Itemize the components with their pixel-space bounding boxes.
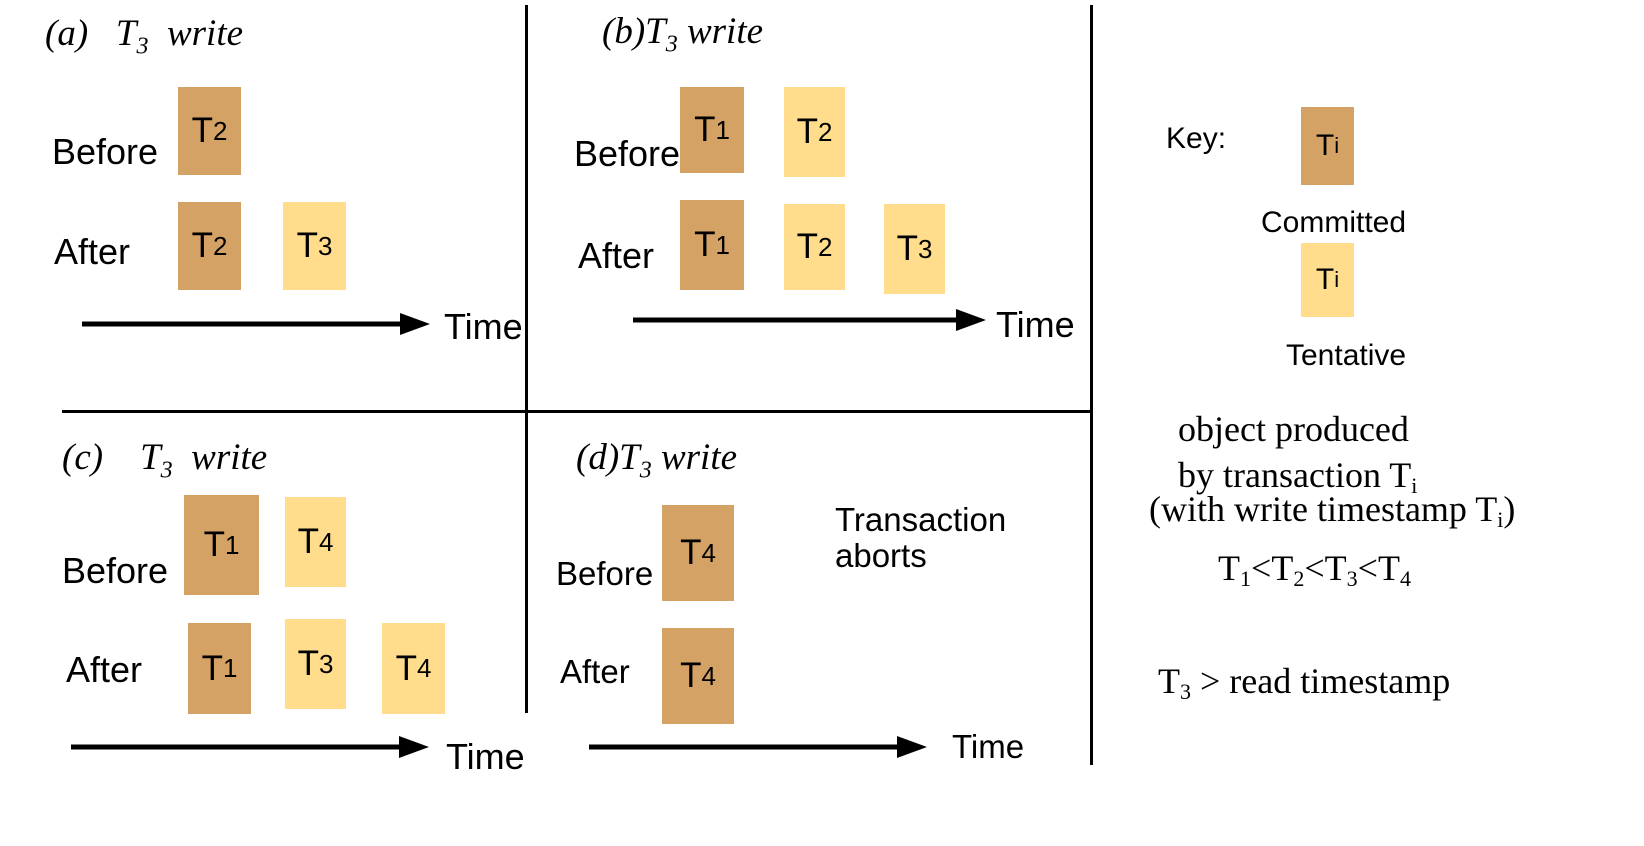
divider-vertical-left	[525, 5, 528, 713]
timestamp-order: T1<T2<T3<T4	[1218, 548, 1411, 591]
panel-a-after-label: After	[54, 231, 131, 272]
panel-c-time-arrow	[71, 736, 429, 758]
panel-b-time-label: Time	[996, 304, 1075, 345]
key-label: Key:	[1166, 122, 1227, 155]
panel-a-before-label: Before	[52, 131, 159, 172]
read-timestamp-condition: T3 > read timestamp	[1158, 661, 1451, 704]
panel-c-time-label: Time	[446, 736, 525, 777]
panel-d-before-label: Before	[556, 555, 654, 592]
panel-b-before-label: Before	[574, 133, 681, 174]
divider-vertical-right	[1090, 5, 1093, 765]
panel-c-after-label: After	[66, 649, 143, 690]
key-description-line1: object produced	[1178, 409, 1409, 449]
panel-a-title: (a) T3 write	[45, 13, 244, 60]
key-committed-label: Committed	[1261, 206, 1407, 239]
divider-horizontal	[62, 410, 1092, 413]
key-description-line2: by transaction Ti	[1178, 455, 1418, 498]
panel-b-after-label: After	[578, 235, 655, 276]
panel-a-time-label: Time	[444, 306, 523, 347]
panel-b-time-arrow	[633, 309, 986, 331]
panel-a-time-arrow	[82, 313, 430, 335]
panel-d-transaction-aborts: Transaction aborts	[835, 501, 1007, 574]
panel-d-time-label: Time	[952, 728, 1025, 765]
panel-d-title: (d)T3 write	[576, 437, 738, 484]
key-tentative-label: Tentative	[1286, 339, 1407, 372]
panel-b-title: (b)T3 write	[602, 11, 764, 58]
panel-d-after-label: After	[560, 653, 630, 690]
key-description-line3: (with write timestamp Ti)	[1149, 489, 1516, 532]
panel-c-title: (c) T3 write	[62, 437, 268, 484]
panel-c-before-label: Before	[62, 550, 169, 591]
panel-d-time-arrow	[589, 736, 927, 758]
